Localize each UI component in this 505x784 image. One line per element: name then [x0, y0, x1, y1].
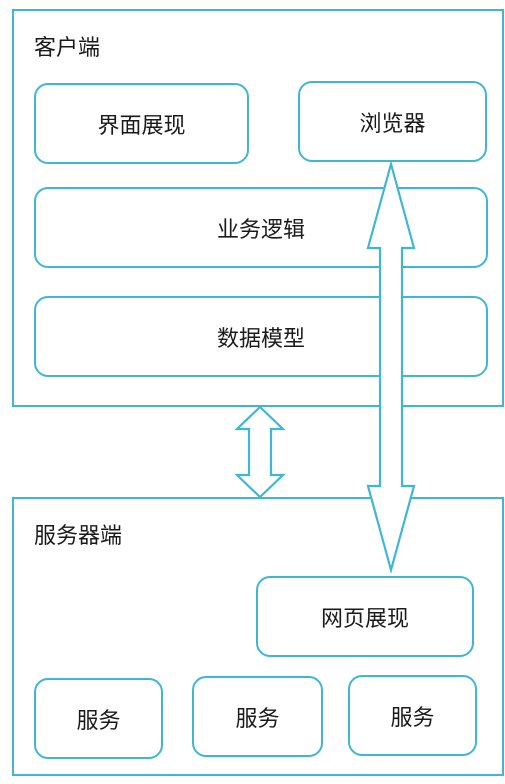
browser-box: 浏览器: [298, 81, 487, 162]
service-box: 服务: [348, 675, 477, 756]
ui-box: 界面展现: [34, 83, 249, 164]
model-box: 数据模型: [34, 296, 488, 377]
double-arrow-vertical-icon: [234, 405, 286, 499]
client-title: 客户端: [34, 36, 101, 61]
logic-box: 业务逻辑: [34, 187, 488, 268]
web-box: 网页展现: [256, 576, 474, 657]
service-box: 服务: [192, 676, 323, 757]
server-title: 服务器端: [34, 524, 123, 549]
service-box: 服务: [34, 678, 163, 759]
